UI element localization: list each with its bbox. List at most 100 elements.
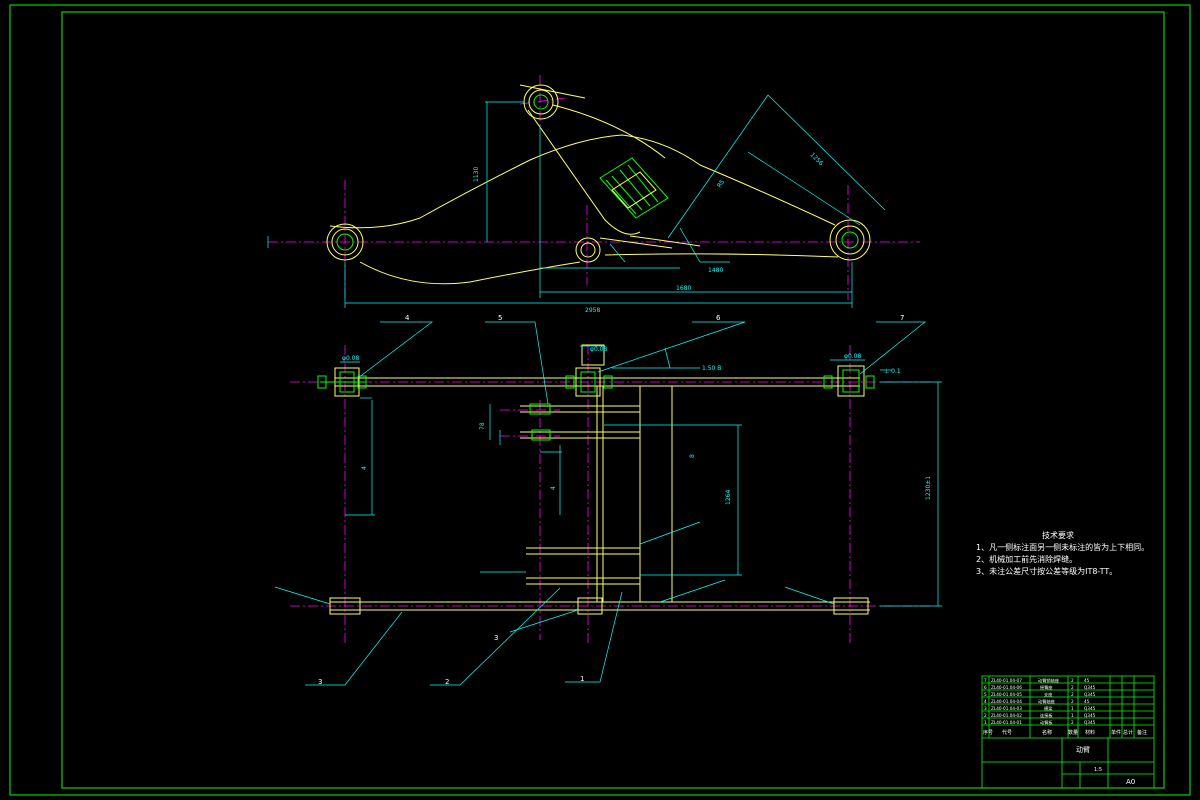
svg-text:1130: 1130 <box>473 167 480 182</box>
svg-text:4: 4 <box>550 486 557 490</box>
bom-code-3: ZL40-01.04-03 <box>991 706 1022 711</box>
callout-6: 6 <box>716 314 721 322</box>
technical-requirement-3: 3、未注公差尺寸按公差等级为IT8-TT。 <box>976 567 1118 576</box>
bom-no-3: 3 <box>984 706 987 711</box>
bom-code-2: ZL40-01.04-02 <box>991 713 1022 718</box>
svg-text:⊥ 0.1: ⊥ 0.1 <box>884 368 901 375</box>
svg-text:1264: 1264 <box>725 490 732 505</box>
bom-code-4: ZL40-01.04-04 <box>991 699 1022 704</box>
bom-mat-4: 45 <box>1084 699 1090 704</box>
bom-name-7: 动臂销轴座 <box>1038 677 1059 684</box>
svg-text:1230±1: 1230±1 <box>925 476 932 500</box>
boom-outline <box>329 84 839 285</box>
plan-support-pins <box>529 403 551 441</box>
bom-header-code: 代号 <box>1002 729 1012 736</box>
plan-centerlines <box>290 345 930 645</box>
bom-qty-2: 1 <box>1071 713 1074 718</box>
bom-qty-5: 2 <box>1071 692 1074 697</box>
drawing-name: 动臂 <box>1076 745 1090 754</box>
bom-qty-1: 2 <box>1071 720 1074 725</box>
bom-qty-6: 2 <box>1071 685 1074 690</box>
bom-header-material: 材料 <box>1085 729 1095 736</box>
bom-code-7: ZL40-01.04-07 <box>991 678 1022 683</box>
part-callouts: 4 5 6 7 3 2 1 3 <box>318 314 904 686</box>
plan-pin-left <box>317 367 367 397</box>
callout-4: 4 <box>405 314 410 322</box>
crossbeam-section <box>599 157 669 219</box>
callout-5: 5 <box>498 314 502 322</box>
bom-header-qty: 数量 <box>1068 729 1078 736</box>
callout-2: 2 <box>445 678 449 686</box>
plan-structure <box>329 344 870 615</box>
technical-requirements-title: 技术要求 <box>1042 531 1074 540</box>
technical-requirement-2: 2、机械加工前先消除焊缝。 <box>976 555 1078 564</box>
bom-no-5: 5 <box>984 692 987 697</box>
bom-header-total: 总计 <box>1123 729 1133 736</box>
bom-name-4: 动臂轴座 <box>1038 698 1055 705</box>
bom-code-1: ZL40-01.04-01 <box>991 720 1022 725</box>
bom-header: 序号 代号 名称 数量 材料 单件 总计 备注 <box>983 729 1147 736</box>
svg-text:78: 78 <box>479 422 486 430</box>
bom-mat-5: Q345 <box>1084 692 1096 697</box>
svg-text:1.50 B: 1.50 B <box>702 365 721 372</box>
elevation-view: 1130 2958 1680 1256 R5 1480 <box>267 75 920 314</box>
bom-header-remark: 备注 <box>1137 729 1147 736</box>
bom-header-unit: 单件 <box>1111 729 1121 736</box>
bom-name-1: 动臂板 <box>1040 719 1053 726</box>
plan-dimensions <box>274 345 942 633</box>
plan-view: 1230±1 1264 4 78 4 8 1.50 B ⊥ 0.1 φ0.08 … <box>274 314 942 686</box>
bom-name-2: 连接板 <box>1040 712 1053 719</box>
svg-text:2958: 2958 <box>585 307 600 314</box>
svg-text:8: 8 <box>689 454 696 458</box>
pin-boss-right <box>829 219 871 261</box>
svg-text:φ0.08: φ0.08 <box>590 346 608 353</box>
svg-text:1480: 1480 <box>708 267 723 274</box>
plan-pin-right <box>823 365 875 397</box>
bom-code-6: ZL40-01.04-06 <box>991 685 1022 690</box>
drawing-scale: 1:5 <box>1094 767 1102 773</box>
bom-no-1: 1 <box>984 720 987 725</box>
svg-text:φ0.08: φ0.08 <box>844 353 862 360</box>
bom-header-no: 序号 <box>983 729 993 736</box>
bom-no-7: 7 <box>984 678 987 683</box>
svg-text:4: 4 <box>361 466 368 470</box>
bom-header-name: 名称 <box>1042 729 1052 736</box>
callout-3: 3 <box>318 678 322 686</box>
elevation-centerlines <box>268 75 920 300</box>
bom-name-3: 横梁 <box>1044 705 1053 712</box>
bom-no-4: 4 <box>984 699 987 704</box>
technical-requirements: 技术要求 1、凡一侧标注面另一侧未标注的皆为上下相同。 2、机械加工前先消除焊缝… <box>976 530 1176 578</box>
inner-frame <box>61 11 1165 789</box>
callout-3b: 3 <box>494 634 498 642</box>
bom-code-5: ZL40-01.04-05 <box>991 692 1022 697</box>
bom-mat-1: Q345 <box>1084 720 1096 725</box>
bom-no-2: 2 <box>984 713 987 718</box>
bom-qty-7: 2 <box>1071 678 1074 683</box>
svg-text:1256: 1256 <box>809 151 825 167</box>
pin-boss-middle <box>575 237 601 263</box>
outer-frame <box>9 4 1191 796</box>
svg-text:φ0.08: φ0.08 <box>342 355 360 362</box>
svg-text:1680: 1680 <box>676 285 691 292</box>
sheet-size: A0 <box>1126 778 1135 786</box>
pin-boss-left <box>326 223 364 261</box>
title-block-fields: 动臂 1:5 A0 <box>1076 745 1135 786</box>
bom-mat-6: Q345 <box>1084 685 1096 690</box>
bom-mat-3: Q345 <box>1084 706 1096 711</box>
plan-leader-lines <box>305 321 926 686</box>
title-block <box>981 675 1155 789</box>
bom-mat-2: Q345 <box>1084 713 1096 718</box>
pin-boss-top <box>523 84 559 120</box>
callout-1: 1 <box>580 675 584 683</box>
bom-rows: 7 ZL40-01.04-07 动臂销轴座 2 45 6 ZL40-01.04-… <box>984 677 1096 726</box>
bom-name-6: 摇臂座 <box>1040 684 1053 691</box>
bom-qty-3: 1 <box>1071 706 1074 711</box>
technical-requirement-1: 1、凡一侧标注面另一侧未标注的皆为上下相同。 <box>976 543 1150 552</box>
plan-pin-middle <box>565 367 613 397</box>
callout-7: 7 <box>900 314 904 322</box>
drawing-border <box>9 4 1191 796</box>
bom-mat-7: 45 <box>1084 678 1090 683</box>
bom-no-6: 6 <box>984 685 987 690</box>
plan-dimension-text: 1230±1 1264 4 78 4 8 1.50 B ⊥ 0.1 φ0.08 … <box>342 346 932 505</box>
